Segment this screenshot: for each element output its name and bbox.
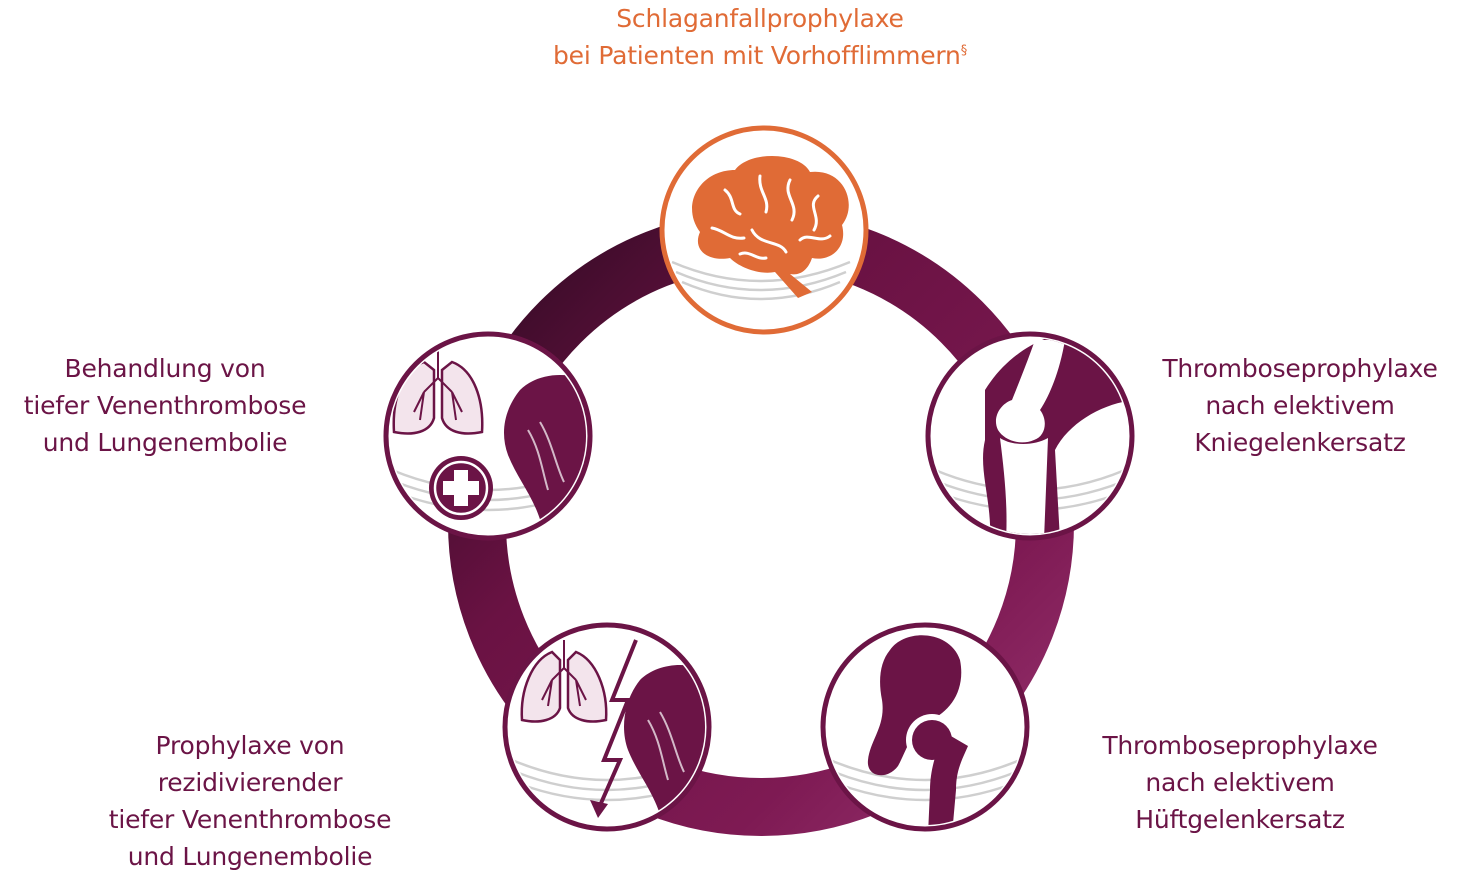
motion-lines (829, 758, 1021, 802)
node-stroke-prophylaxis (659, 125, 869, 335)
label-line: Schlaganfallprophylaxe (616, 4, 904, 33)
lungs-icon (520, 640, 608, 723)
label-line: tiefer Venenthrombose (108, 805, 392, 834)
label-line: Hüftgelenkersatz (1135, 805, 1345, 834)
label-line: nach elektivem (1145, 768, 1335, 797)
footnote-mark: § (960, 43, 968, 59)
label-line: Behandlung von (64, 354, 266, 383)
label-line: nach elektivem (1205, 391, 1395, 420)
label-line: Kniegelenkersatz (1194, 428, 1406, 457)
node-treatment (383, 331, 593, 541)
node-knee-replacement (925, 331, 1135, 541)
label-line: Thromboseprophylaxe (1102, 731, 1378, 760)
label-line: bei Patienten mit Vorhofflimmern§ (552, 41, 968, 70)
label-line: Thromboseprophylaxe (1162, 354, 1438, 383)
node-hip-replacement (820, 622, 1030, 832)
brain-icon (692, 155, 849, 298)
label-recurrent-prophylaxis: Prophylaxe von rezidivierender tiefer Ve… (95, 727, 405, 875)
medical-cross-icon (429, 456, 493, 520)
label-line: und Lungenembolie (42, 428, 288, 457)
motion-lines (671, 260, 851, 301)
label-line: tiefer Venenthrombose (23, 391, 307, 420)
label-line: rezidivierender (157, 768, 343, 797)
label-stroke-prophylaxis: Schlaganfallprophylaxe bei Patienten mit… (500, 0, 1020, 74)
label-line: Prophylaxe von (155, 731, 345, 760)
label-line: und Lungenembolie (127, 842, 373, 871)
hip-joint-icon (867, 635, 968, 825)
lightning-arrow-icon (590, 639, 638, 818)
label-hip-replacement: Thromboseprophylaxe nach elektivem Hüftg… (1080, 727, 1400, 838)
lungs-icon (392, 348, 484, 435)
label-treatment: Behandlung von tiefer Venenthrombose und… (10, 350, 320, 461)
knee-joint-icon (983, 338, 1128, 534)
label-knee-replacement: Thromboseprophylaxe nach elektivem Knieg… (1140, 350, 1460, 461)
